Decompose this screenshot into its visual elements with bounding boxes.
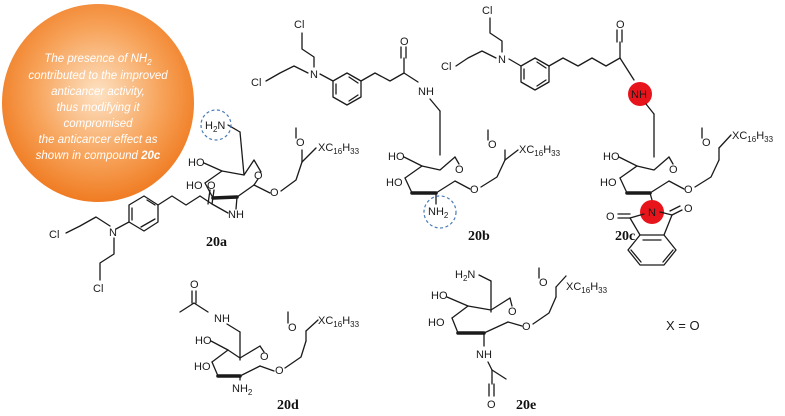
dashed-highlight-20b [423,195,457,229]
label-20a: 20a [206,235,227,250]
callout-line-1: The presence of NH2 [44,53,152,67]
lipid-chain: XC16H33 [318,142,360,156]
compound-20d: O NH O HO HO NH2 O O XC16H33 20d [179,279,360,413]
hydroxyl-2: HO [428,317,445,329]
ring-oxygen: O [455,164,464,176]
chlorine-2: Cl [441,61,451,73]
amide-nh: NH [228,209,244,221]
amide-nh: NH [418,86,434,98]
ring-oxygen: O [254,170,263,182]
ring-oxygen: O [260,351,269,363]
chlorine-2: Cl [251,77,261,89]
ether-oxygen: O [702,137,711,149]
hydroxyl-2: HO [194,361,211,373]
hydroxyl-2: HO [386,177,403,189]
compound-20e: H2N O HO HO NH O O O XC16H33 20e [428,267,608,413]
amide-nh: NH [476,349,492,361]
glycosidic-oxygen: O [470,184,479,196]
hydroxyl-2: HO [186,180,203,192]
dashed-highlight-20a [200,109,232,141]
chlorine-2: Cl [93,283,103,295]
compound-20a: O HO HO H2N O O XC16H33 NH O N [49,109,360,295]
red-highlight-n [640,200,664,224]
ether-oxygen: O [288,322,297,334]
amide-oxygen: O [400,36,409,48]
red-highlight-nh [628,82,652,106]
ring-oxygen: O [669,164,678,176]
callout-line-2: contributed to the improved [28,70,168,82]
amine-nh2: NH2 [232,383,253,397]
amine-nh2: NH2 [428,206,449,220]
glycosidic-oxygen: O [270,187,279,199]
imide-oxygen-2: O [684,203,693,215]
lipid-chain: XC16H33 [318,315,360,329]
amide-nh: NH [214,313,230,325]
callout-bubble: The presence of NH2 contributed to the i… [2,4,194,202]
label-20d: 20d [277,398,299,413]
ring-oxygen: O [508,306,517,318]
hydroxyl-1: HO [603,151,620,163]
acetyl-oxygen: O [487,399,496,411]
glycosidic-oxygen: O [684,184,693,196]
callout-line-3: anticancer activity, [51,86,145,98]
imide-oxygen-1: O [606,211,615,223]
hydroxyl-2: HO [600,177,617,189]
chlorine-1: Cl [294,19,304,31]
mustard-nitrogen: N [310,69,318,81]
hydroxyl-1: HO [188,157,205,169]
chlorine-1: Cl [482,5,492,17]
hydroxyl-1: HO [195,335,212,347]
glycosidic-oxygen: O [275,365,284,377]
x-definition: X = O [666,318,700,333]
imide-nitrogen: N [648,207,656,219]
callout-ellipse [2,4,194,202]
acetyl-oxygen: O [190,279,199,291]
glycosidic-oxygen: O [522,321,531,333]
lipid-chain: XC16H33 [566,281,608,295]
amide-nh: NH [631,89,647,101]
lipid-chain: XC16H33 [519,144,561,158]
label-20e: 20e [516,398,536,413]
amine-h2n: H2N [205,120,225,134]
compound-20b: Cl N Cl O NH O HO HO NH2 O [251,19,561,244]
chlorine-1: Cl [49,229,59,241]
amide-oxygen: O [616,19,625,31]
label-20c: 20c [615,229,635,244]
ether-oxygen: O [539,277,548,289]
amine-h2n: H2N [455,269,475,283]
mustard-nitrogen: N [498,54,506,66]
callout-line-6: the anticancer effect as [39,134,158,146]
amide-oxygen: O [207,180,216,192]
ether-oxygen: O [296,137,305,149]
callout-line-4: thus modifying it [56,102,140,114]
ether-oxygen: O [488,139,497,151]
label-20b: 20b [468,229,490,244]
callout-line-5: compromised [63,118,133,130]
hydroxyl-1: HO [388,151,405,163]
lipid-chain: XC16H33 [732,130,774,144]
hydroxyl-1: HO [431,290,448,302]
callout-line-7: shown in compound 20c [36,150,161,162]
compound-20c: Cl N Cl O NH O HO HO O O [441,5,774,266]
mustard-nitrogen: N [109,227,117,239]
